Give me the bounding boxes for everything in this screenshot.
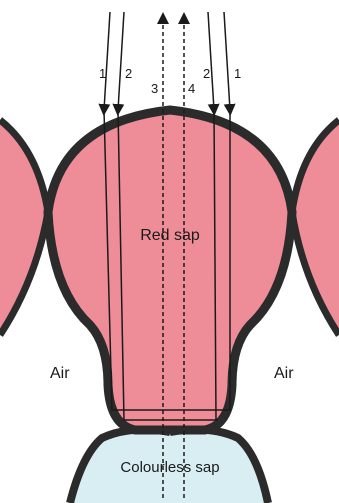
ray-label-2-left: 2 [125, 66, 132, 81]
ray-2-right-in [208, 12, 214, 110]
ray-1-right-in [224, 12, 230, 110]
air-label-right: Air [274, 365, 294, 382]
air-label-left: Air [50, 365, 70, 382]
ray-label-4: 4 [188, 81, 195, 96]
ray-label-3: 3 [151, 81, 158, 96]
red-sap-label: Red sap [140, 227, 200, 244]
ray-label-2-right: 2 [203, 66, 210, 81]
ray-label-1-left: 1 [99, 66, 106, 81]
right-neighbor-cell [292, 120, 339, 335]
colourless-sap-label: Colourless sap [120, 459, 219, 476]
ray-1-left-in [104, 12, 110, 110]
ray-2-left-in [118, 12, 124, 110]
ray-label-1-right: 1 [234, 66, 241, 81]
red-sap-cell [48, 110, 292, 430]
